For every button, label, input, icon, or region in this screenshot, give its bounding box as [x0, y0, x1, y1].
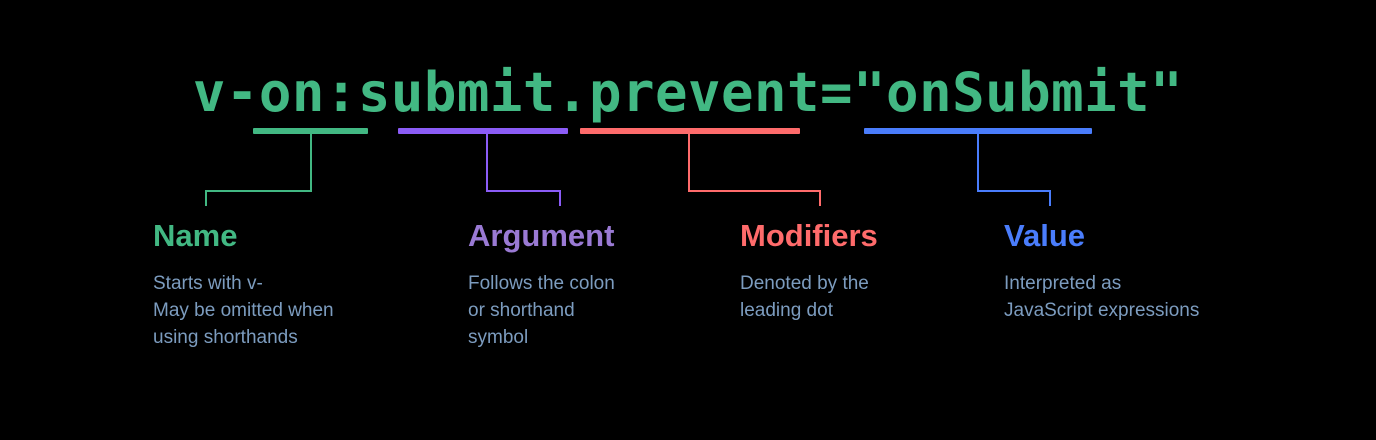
underline-bar-modifiers [580, 128, 800, 134]
underline-bar-name [253, 128, 368, 134]
label-title-argument: Argument [468, 218, 615, 253]
label-description-modifiers: Denoted by the leading dot [740, 273, 869, 321]
label-column-name: Name Starts with v- May be omitted when … [153, 218, 443, 351]
label-title-name: Name [153, 218, 238, 253]
label-column-value: Value Interpreted as JavaScript expressi… [1004, 218, 1304, 324]
label-description-name: Starts with v- May be omitted when using… [153, 273, 334, 348]
label-description-argument: Follows the colon or shorthand symbol [468, 273, 615, 348]
label-column-modifiers: Modifiers Denoted by the leading dot [740, 218, 980, 324]
label-description-value: Interpreted as JavaScript expressions [1004, 273, 1200, 321]
label-title-modifiers: Modifiers [740, 218, 878, 253]
code-expression: v-on:submit.prevent="onSubmit" [192, 61, 1184, 124]
underline-bar-value [864, 128, 1092, 134]
label-title-value: Value [1004, 218, 1085, 253]
underline-bar-argument [398, 128, 568, 134]
label-column-argument: Argument Follows the colon or shorthand … [468, 218, 718, 351]
